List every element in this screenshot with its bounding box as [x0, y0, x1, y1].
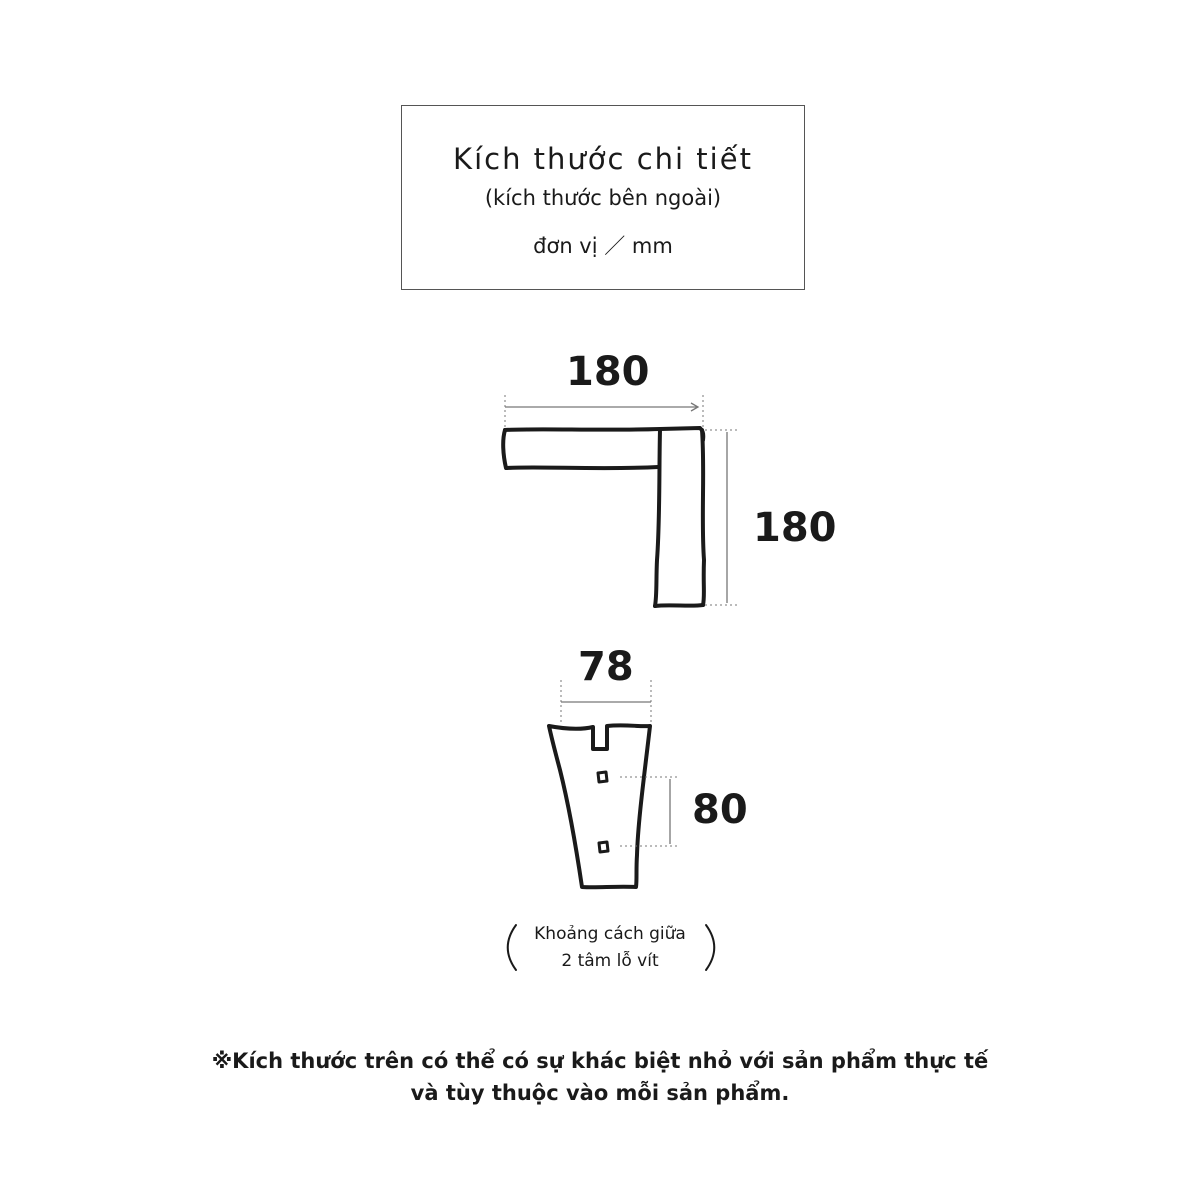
bracket-width-label: 180	[566, 349, 650, 395]
hole-note-line-1: Khoảng cách giữa	[534, 924, 686, 944]
hole-spacing-label: 80	[692, 787, 748, 833]
plate-width-label: 78	[578, 644, 634, 690]
bracket-height-label: 180	[753, 505, 837, 551]
unit-label: đơn vị ／ mm	[533, 234, 673, 258]
page-title: Kích thước chi tiết	[453, 142, 753, 176]
mounting-plate-shape	[547, 723, 652, 890]
footnote-line-2: và tùy thuộc vào mỗi sản phẩm.	[410, 1081, 790, 1105]
plate-width-dimension	[560, 680, 652, 725]
hole-note-line-2: 2 tâm lỗ vít	[561, 951, 659, 971]
disclaimer-footnote: ※Kích thước trên có thể có sự khác biệt …	[0, 1045, 1200, 1109]
l-bracket-shape	[501, 426, 706, 608]
note-parentheses	[506, 924, 716, 971]
footnote-line-1: ※Kích thước trên có thể có sự khác biệt …	[211, 1049, 989, 1073]
bracket-height-dimension	[705, 429, 740, 606]
title-box: Kích thước chi tiết (kích thước bên ngoà…	[401, 105, 805, 290]
page-subtitle: (kích thước bên ngoài)	[484, 186, 722, 210]
hole-spacing-note: Khoảng cách giữa 2 tâm lỗ vít	[510, 921, 710, 975]
hole-spacing-dimension	[620, 776, 680, 847]
bracket-width-dimension	[504, 395, 704, 428]
